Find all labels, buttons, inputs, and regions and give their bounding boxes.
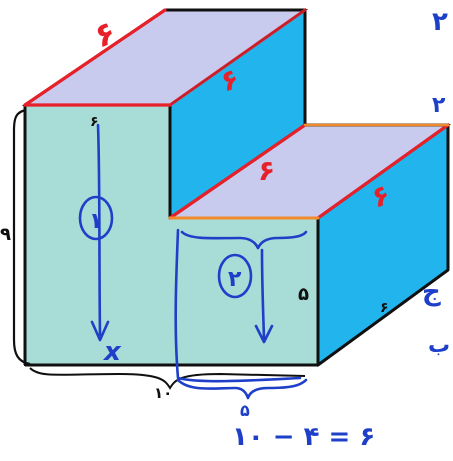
label-step-front-width: ۵ <box>240 401 250 420</box>
height-bracket-left <box>12 108 31 366</box>
part1-number: ۱ <box>89 209 102 234</box>
label-height-left: ۹ <box>0 224 11 245</box>
margin-mark-middle: ۲ <box>432 93 446 118</box>
label-top-length: ۶ <box>89 13 121 56</box>
margin-mark-lower-a: ج <box>422 277 441 307</box>
label-depth-right: ۶ <box>380 300 389 316</box>
step-front-brace <box>176 378 308 400</box>
margin-mark-top: ۲ <box>432 7 448 37</box>
margin-mark-lower-b: ب <box>428 333 450 358</box>
part2-number: ۲ <box>228 267 242 292</box>
label-bottom-width: ۱۰ <box>154 384 172 402</box>
part1-x-label: x <box>102 337 122 367</box>
bottom-bracket <box>29 367 306 390</box>
part2-annotation <box>174 228 308 383</box>
label-height-step: ۵ <box>298 284 309 305</box>
equation: ۱۰ − ۴ = ۶ <box>232 422 375 452</box>
label-left-top-small: ۶ <box>90 114 99 130</box>
red-edges <box>23 8 450 220</box>
part1-annotation <box>78 123 114 342</box>
label-step-length: ۶ <box>258 154 275 187</box>
